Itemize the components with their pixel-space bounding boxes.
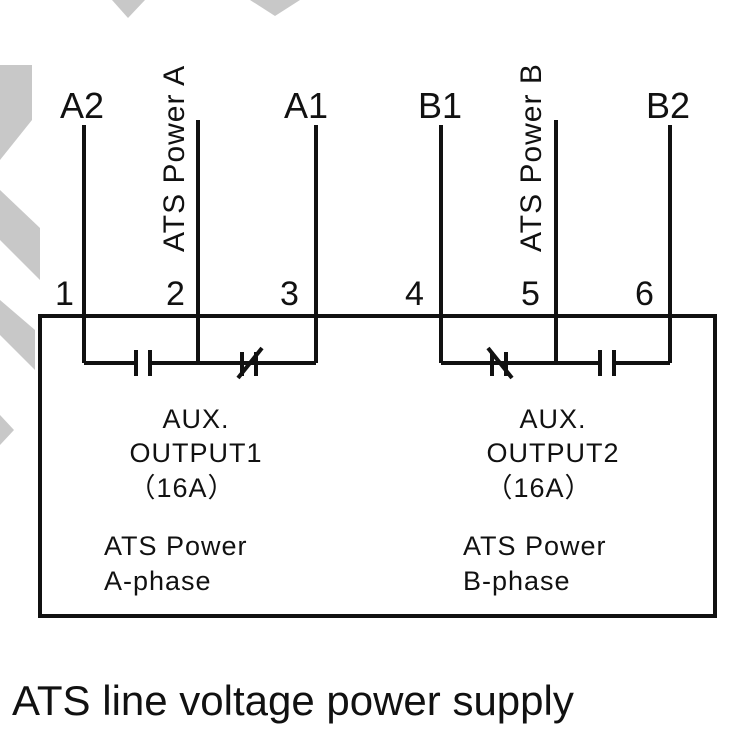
terminal-label-b2: B2 (646, 85, 690, 126)
pin-number-2: 2 (166, 275, 185, 313)
output2-wiring (439, 120, 672, 365)
output1-rating: （16A） (128, 473, 235, 503)
diagram-caption: ATS line voltage power supply (12, 677, 574, 724)
terminal-label-a1: A1 (284, 85, 328, 126)
pin-number-5: 5 (521, 275, 540, 313)
output2-phase: B-phase (463, 566, 571, 596)
pin-number-6: 6 (635, 275, 654, 313)
output1-phase: A-phase (104, 566, 212, 596)
output1-name: OUTPUT1 (129, 438, 262, 468)
pin-number-1: 1 (55, 275, 74, 313)
terminal-label-b1: B1 (418, 85, 462, 126)
watermark (0, 0, 300, 445)
output1-aux-label: AUX. (162, 404, 229, 434)
output1-no-contact-symbol (134, 350, 152, 376)
pin-number-4: 4 (405, 275, 424, 313)
output2-nc-contact-symbol (482, 346, 516, 380)
output2-no-contact-symbol (598, 350, 616, 376)
terminal-label-a2: A2 (60, 85, 104, 126)
module-enclosure (38, 314, 717, 618)
output2-rating: （16A） (485, 473, 592, 503)
ats-power-b-label: ATS Power B (515, 63, 548, 252)
output1-source: ATS Power (104, 531, 248, 561)
output2-source: ATS Power (463, 531, 607, 561)
output2-name: OUTPUT2 (486, 438, 619, 468)
pin-number-3: 3 (280, 275, 299, 313)
output2-aux-label: AUX. (519, 404, 586, 434)
ats-power-a-label: ATS Power A (158, 65, 191, 252)
output1-wiring (82, 120, 318, 365)
output1-nc-contact-symbol (232, 346, 266, 380)
